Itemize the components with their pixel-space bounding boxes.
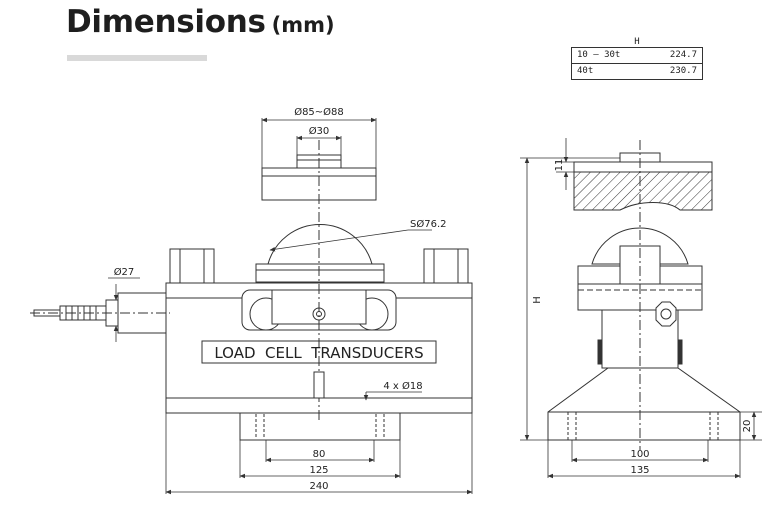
height-table: H 10 — 30t 224.7 40t 230.7 bbox=[571, 36, 703, 80]
title-main: Dimensions bbox=[66, 4, 266, 40]
title-underline bbox=[67, 55, 207, 61]
sphere bbox=[267, 224, 373, 265]
dim-top-inner: Ø30 bbox=[309, 125, 330, 137]
height-row-value: 224.7 bbox=[669, 50, 697, 60]
side-view bbox=[547, 140, 741, 450]
dim-11: 11 bbox=[554, 159, 565, 172]
label-transducers: LOAD CELL TRANSDUCERS bbox=[214, 344, 423, 362]
side-dimensions bbox=[520, 138, 762, 479]
title-unit: (mm) bbox=[271, 13, 335, 37]
height-row-range: 10 — 30t bbox=[577, 50, 621, 60]
base-plate bbox=[239, 411, 401, 441]
front-dimensions bbox=[108, 117, 473, 495]
dim-20: 20 bbox=[742, 420, 753, 433]
mount-bolt-left bbox=[169, 248, 215, 284]
front-view bbox=[30, 140, 473, 441]
height-table-row: 40t 230.7 bbox=[571, 63, 703, 80]
dim-240: 240 bbox=[309, 481, 328, 492]
dim-100: 100 bbox=[630, 449, 649, 460]
dim-135: 135 bbox=[630, 465, 649, 476]
dim-80: 80 bbox=[313, 449, 326, 460]
dim-holes: 4 x Ø18 bbox=[383, 380, 422, 392]
dim-H: H bbox=[532, 296, 543, 304]
dim-sphere: SØ76.2 bbox=[410, 218, 446, 230]
side-base bbox=[547, 367, 741, 441]
dim-top-outer: Ø85~Ø88 bbox=[294, 106, 344, 118]
height-row-range: 40t bbox=[577, 66, 594, 76]
height-row-value: 230.7 bbox=[669, 66, 697, 76]
dim-cable: Ø27 bbox=[114, 266, 135, 278]
height-table-header: H bbox=[634, 37, 640, 47]
side-top-cap-hatched bbox=[573, 171, 713, 211]
dim-125: 125 bbox=[309, 465, 328, 476]
cable bbox=[33, 309, 61, 317]
page-title: Dimensions(mm) bbox=[66, 4, 335, 40]
mount-bolt-right bbox=[423, 248, 469, 284]
